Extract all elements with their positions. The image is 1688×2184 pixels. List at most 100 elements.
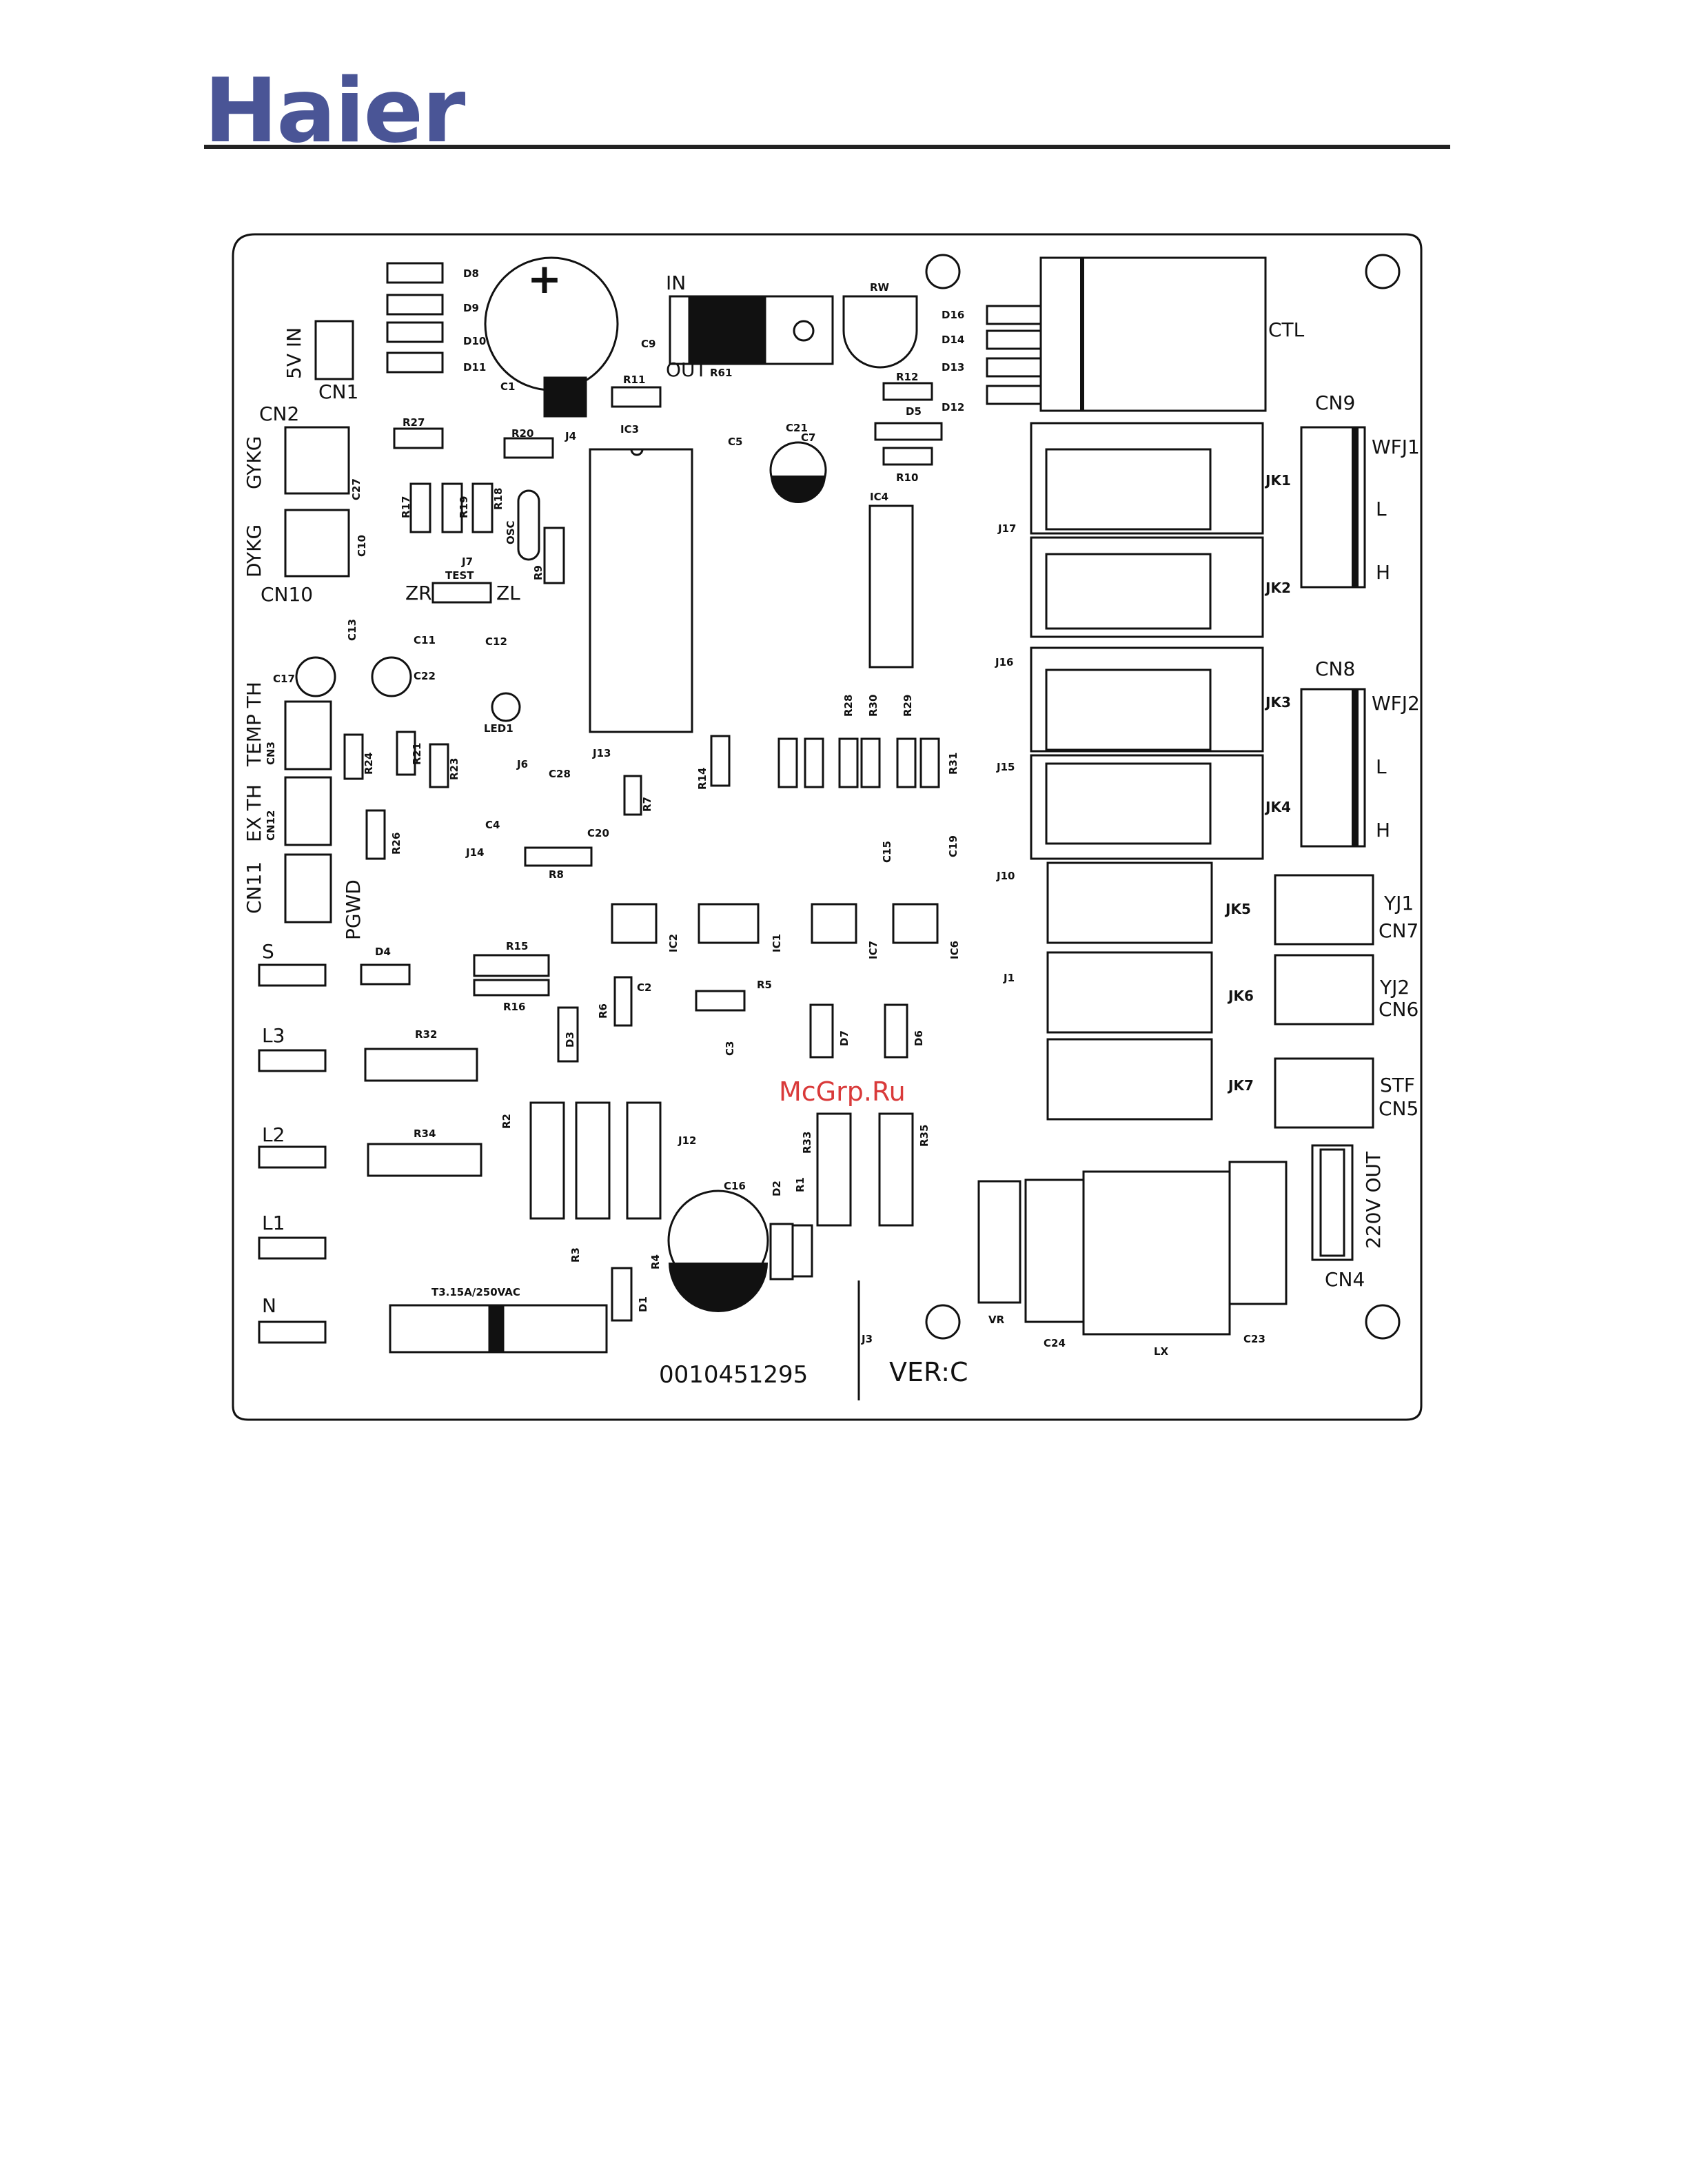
transistor-rw [842, 295, 918, 369]
label-c11: C11 [414, 634, 436, 646]
label-d9: D9 [463, 302, 479, 314]
label-j13: J13 [592, 747, 611, 759]
label-r6: R6 [597, 1003, 609, 1019]
label-c13: C13 [346, 619, 358, 641]
label-c4: C4 [485, 819, 500, 831]
label-r10: R10 [896, 471, 918, 484]
label-ic6: IC6 [948, 941, 961, 959]
label-cn1: CN1 [318, 380, 358, 403]
ic-ic1 [698, 903, 760, 944]
label-c22: C22 [414, 670, 436, 682]
label-c2: C2 [637, 981, 651, 994]
resistor-r32b [919, 737, 940, 788]
diode-d3 [557, 1006, 579, 1063]
header-rule [204, 145, 1450, 149]
label-cn5: CN5 [1379, 1097, 1418, 1120]
label-d14: D14 [942, 334, 964, 346]
relay-jk2 [1030, 536, 1264, 638]
resistor-r23 [429, 743, 449, 788]
ic-ic3 [589, 448, 693, 733]
connector-cn11 [284, 853, 332, 923]
resistor-r5 [695, 990, 746, 1012]
label-j12: J12 [678, 1134, 696, 1147]
label-d1: D1 [637, 1296, 649, 1312]
label-j15: J15 [996, 761, 1015, 773]
label-lx: LX [1154, 1345, 1169, 1358]
label-dykg: DYKG [243, 524, 265, 578]
connector-cn7 [1274, 874, 1374, 946]
label-rw: RW [870, 281, 890, 294]
connector-cn6 [1274, 954, 1374, 1025]
part-number: 0010451295 [659, 1361, 808, 1389]
haier-logo: Haier [204, 60, 465, 163]
label-gykg: GYKG [243, 436, 265, 489]
label-d6: D6 [913, 1030, 925, 1046]
resistor-r15 [473, 954, 550, 977]
label-l-bottom: L [1376, 755, 1387, 778]
label-s: S [262, 940, 274, 963]
label-r32: R32 [415, 1028, 437, 1041]
label-reg-out: OUT [666, 358, 708, 381]
label-wfj2: WFJ2 [1372, 692, 1420, 715]
label-l2: L2 [262, 1123, 285, 1146]
label-c15: C15 [881, 841, 893, 863]
mount-hole [1365, 254, 1401, 289]
label-ic4: IC4 [870, 491, 888, 503]
label-r3: R3 [569, 1247, 582, 1263]
label-c10: C10 [356, 535, 368, 557]
label-zr: ZR [405, 582, 432, 604]
label-cn7: CN7 [1379, 919, 1418, 942]
label-c7: C7 [801, 431, 815, 444]
board-outline [232, 233, 1423, 1421]
label-c20: C20 [587, 827, 609, 839]
label-l-top: L [1376, 498, 1387, 520]
ic-ic2 [611, 903, 658, 944]
label-stf: STF [1380, 1074, 1415, 1096]
label-ex-th: EX TH [243, 784, 265, 842]
label-cn6: CN6 [1379, 998, 1418, 1021]
label-r21: R21 [411, 743, 423, 765]
label-c17: C17 [273, 673, 295, 685]
label-jk1: JK1 [1264, 472, 1291, 489]
resistor-r31 [896, 737, 917, 788]
label-jk5: JK5 [1224, 901, 1251, 917]
connector-cn3 [284, 700, 332, 770]
resistor-r3 [575, 1101, 611, 1220]
resistor-r8 [524, 846, 593, 867]
led-led1 [491, 692, 521, 722]
resistor-r6 [613, 976, 633, 1027]
label-temp-th: TEMP TH [243, 682, 265, 767]
label-r20: R20 [511, 427, 533, 440]
version-label: VER:C [889, 1357, 968, 1387]
label-wfj1: WFJ1 [1372, 436, 1420, 458]
mount-hole [925, 1304, 961, 1340]
label-j17: J17 [997, 522, 1016, 535]
label-n: N [262, 1294, 276, 1317]
capacitor-c1-base [543, 376, 587, 418]
resistor-r18 [471, 482, 494, 533]
label-cn8: CN8 [1315, 657, 1355, 680]
label-jk2: JK2 [1264, 580, 1291, 596]
label-cn10: CN10 [261, 583, 313, 606]
label-d5: D5 [906, 405, 922, 418]
label-j7: J7 [461, 555, 473, 568]
label-d7: D7 [838, 1030, 851, 1046]
label-d2: D2 [771, 1181, 783, 1196]
label-ic1: IC1 [771, 934, 783, 952]
diode-d16 [986, 305, 1042, 325]
resistor-r34 [367, 1143, 482, 1177]
label-j4: J4 [565, 430, 576, 442]
label-r26: R26 [390, 833, 403, 855]
label-ic3: IC3 [620, 423, 639, 436]
label-r28: R28 [842, 695, 855, 717]
diode-d10 [386, 321, 444, 343]
ic-ic7 [811, 903, 857, 944]
label-l1: L1 [262, 1212, 285, 1234]
label-ic2: IC2 [667, 934, 680, 952]
label-cn9: CN9 [1315, 391, 1355, 414]
diode-d13 [986, 357, 1042, 378]
resistor-r10 [882, 447, 933, 466]
diode-d4 [360, 963, 411, 986]
label-c3: C3 [724, 1041, 736, 1056]
